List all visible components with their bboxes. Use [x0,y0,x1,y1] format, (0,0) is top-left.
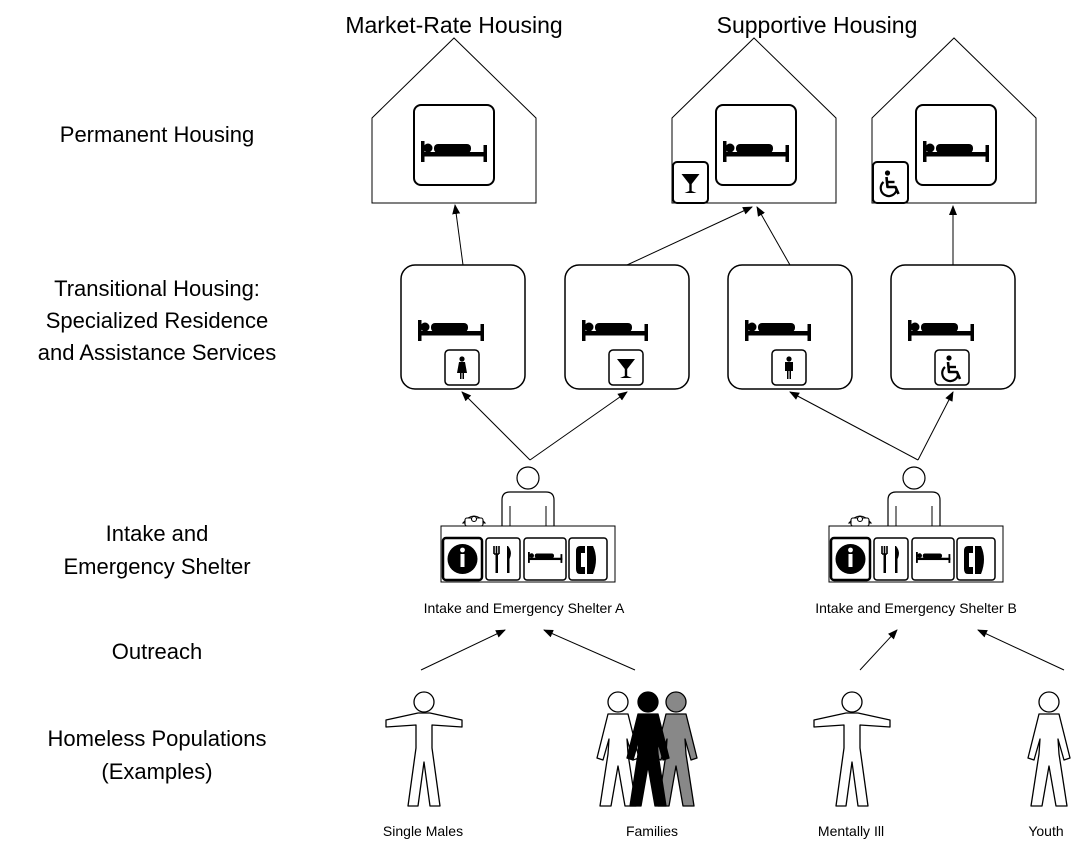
arrow [452,204,464,266]
population-label-youth: Youth [1028,823,1063,839]
house-supportive-2-bed-panel [915,104,997,186]
population-youth: Youth [1027,691,1071,839]
house-supportive-2 [871,37,1037,204]
person-icon [1027,691,1071,807]
cocktail-glass-badge [672,161,709,204]
intake-worker [887,466,941,526]
person-icon [626,691,670,807]
house-supportive-1-bed-panel [715,104,797,186]
arrows-intake-to-transitional [461,391,954,461]
population-mentally-ill: Mentally Ill [813,691,891,839]
arrow [859,629,898,671]
telephone-icon [461,515,487,527]
transitional-box-substance-abuse [564,264,690,390]
level-label-populations-1: Homeless Populations [48,726,267,751]
population-families: Families [596,691,698,839]
intake-shelter-a: Intake and Emergency Shelter A [424,466,625,616]
arrow [420,629,506,671]
house-supportive-1 [671,37,837,204]
fork-knife-icon [873,537,909,581]
level-label-transitional-1: Transitional Housing: [54,276,260,301]
shelter-b-label: Intake and Emergency Shelter B [815,600,1017,616]
telephone-icon [847,515,873,527]
transitional-box-women [400,264,526,390]
level-label-permanent-housing: Permanent Housing [60,122,254,147]
population-single-males: Single Males [383,691,463,839]
level-label-intake-1: Intake and [106,521,209,546]
arrow [756,206,791,266]
arrow [626,206,753,266]
phone-icon [956,537,996,581]
info-icon [441,536,484,582]
bed-icon [911,537,955,581]
population-label-single-males: Single Males [383,823,463,839]
intake-shelter-b: Intake and Emergency Shelter B [815,466,1017,616]
population-label-families: Families [626,823,678,839]
arrows-outreach [420,629,1065,671]
arrow [917,391,954,461]
phone-icon [568,537,608,581]
arrow [789,391,919,461]
header-supportive-housing: Supportive Housing [717,12,918,38]
wheelchair-badge [872,161,909,204]
header-market-rate-housing: Market-Rate Housing [345,12,562,38]
arrow [529,391,628,461]
fork-knife-icon [485,537,521,581]
population-label-mentally-ill: Mentally Ill [818,823,884,839]
arrow [461,391,531,461]
level-label-transitional-3: and Assistance Services [38,340,276,365]
arrows-transitional-to-permanent [452,204,957,266]
level-label-outreach: Outreach [112,639,203,664]
person-icon [813,691,891,807]
level-label-intake-2: Emergency Shelter [63,554,250,579]
shelter-a-label: Intake and Emergency Shelter A [424,600,625,616]
info-icon [829,536,872,582]
arrow [543,629,636,671]
person-icon [385,691,463,807]
transitional-box-disabled [890,264,1016,390]
intake-worker [501,466,555,526]
house-market-rate-bed-panel [413,104,495,186]
level-label-populations-2: (Examples) [101,759,212,784]
level-label-transitional-2: Specialized Residence [46,308,269,333]
house-market-rate [371,37,537,204]
transitional-box-men [727,264,853,390]
bed-icon [523,537,567,581]
arrow [977,629,1065,671]
